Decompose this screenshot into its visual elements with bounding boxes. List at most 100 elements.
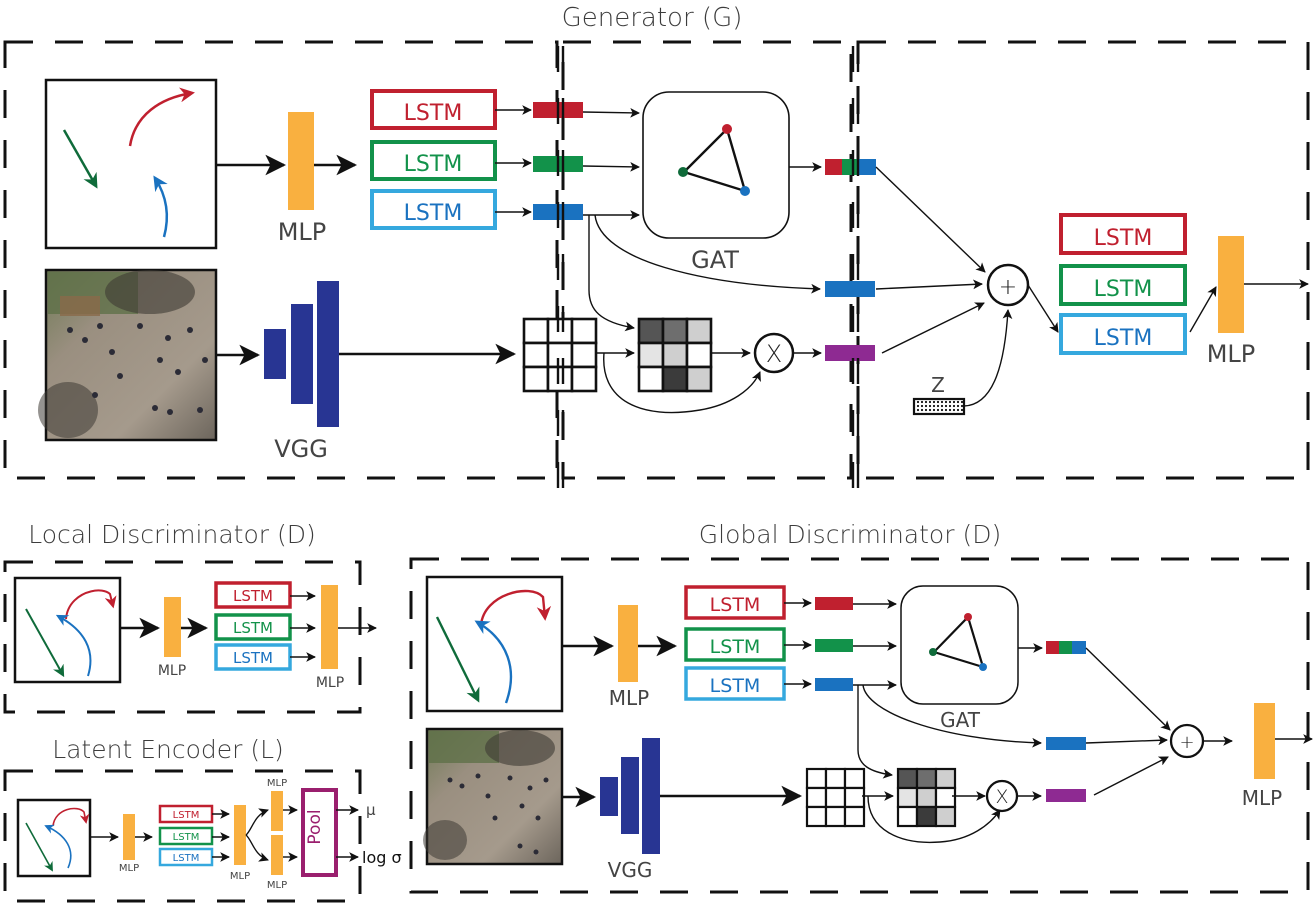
grid-cell [685, 365, 713, 393]
grid-cell [934, 786, 957, 809]
sum-node: + [986, 263, 1030, 307]
pool-block: Pool [301, 788, 338, 877]
latent-mlp-2-block [234, 805, 246, 865]
local-lstm-red: LSTM [214, 581, 292, 609]
global-residual-hidden-state [1046, 737, 1086, 750]
grid-cell [637, 317, 665, 345]
grid-cell [805, 767, 828, 790]
grid-cell [685, 341, 713, 369]
global-lstm-green: LSTM [684, 627, 786, 662]
local-mlp-out-block [321, 585, 338, 669]
scene-feature-grid [522, 317, 598, 393]
global-mlp-label: MLP [609, 686, 649, 710]
svg-text:LSTM: LSTM [173, 810, 200, 821]
latent-mlp-4-label: MLP [267, 880, 287, 891]
latent-trajectory-panel [16, 798, 92, 878]
grid-cell [824, 767, 847, 790]
decoder-mlp-block [1218, 236, 1244, 333]
latent-mlp-sigma-block [271, 835, 283, 875]
grid-cell [637, 365, 665, 393]
grid-cell [896, 767, 919, 790]
global-gat-label: GAT [940, 708, 981, 732]
attended-scene-vector [825, 345, 875, 361]
grid-cell [934, 805, 957, 828]
latent-mlp-mu-block [271, 791, 283, 831]
grid-cell [805, 786, 828, 809]
local-lstm-blue: LSTM [214, 643, 292, 671]
local-discriminator-box [3, 560, 362, 714]
local-mlp-in-label: MLP [158, 663, 186, 679]
svg-text:LSTM: LSTM [404, 152, 463, 177]
generator-vgg-label: VGG [274, 435, 328, 463]
grid-cell [522, 317, 550, 345]
latent-mlp-3-label: MLP [267, 778, 287, 789]
gat-output-vector [825, 159, 876, 175]
local-lstm-green: LSTM [214, 613, 292, 641]
global-multiply-node: X [985, 779, 1019, 813]
svg-text:LSTM: LSTM [710, 675, 761, 697]
global-mlp-block [618, 605, 638, 682]
svg-text:LSTM: LSTM [233, 619, 273, 637]
global-attention-weight-grid [896, 767, 957, 828]
scene-image [38, 268, 218, 442]
generator-pooling-box [561, 40, 853, 480]
global-gat-output-vector [1046, 641, 1086, 654]
noise-vector [912, 397, 966, 416]
global-lstm-red: LSTM [684, 585, 786, 620]
svg-text:LSTM: LSTM [404, 101, 463, 126]
grid-cell [915, 805, 938, 828]
latent-mlp-2-label: MLP [230, 871, 250, 882]
svg-text:LSTM: LSTM [1094, 226, 1153, 251]
mu-output-label: μ [366, 801, 376, 819]
svg-text:Pool: Pool [305, 809, 325, 844]
grid-cell [915, 786, 938, 809]
svg-text:LSTM: LSTM [1094, 326, 1153, 351]
grid-cell [824, 786, 847, 809]
grid-cell [570, 365, 598, 393]
latent-encoder-box [3, 769, 362, 903]
generator-lstm-red: LSTM [370, 89, 497, 130]
generator-lstm-blue: LSTM [370, 189, 497, 230]
global-vgg-block [600, 738, 660, 854]
latent-mlp-1-label: MLP [119, 863, 139, 874]
decoder-lstm-green: LSTM [1059, 264, 1187, 306]
generator-vgg-block [264, 281, 339, 427]
grid-cell [546, 317, 574, 345]
grid-cell [843, 786, 866, 809]
generator-lstm-green: LSTM [370, 140, 497, 181]
grid-cell [896, 786, 919, 809]
green-trajectory-arrow [62, 129, 98, 189]
residual-hidden-state [825, 281, 875, 297]
grid-cell [661, 365, 689, 393]
svg-text:LSTM: LSTM [710, 594, 761, 616]
latent-lstm-blue: LSTM [158, 847, 214, 867]
global-gat-block [900, 585, 1019, 705]
global-green-hidden-state [815, 639, 853, 652]
decoder-lstm-red: LSTM [1059, 213, 1187, 255]
svg-text:LSTM: LSTM [233, 587, 273, 605]
svg-text:+: + [999, 275, 1017, 300]
latent-encoder-title: Latent Encoder (L) [52, 735, 284, 764]
log-sigma-output-label: log σ [362, 848, 402, 867]
svg-text:LSTM: LSTM [710, 636, 761, 658]
global-scene-feature-grid [805, 767, 866, 828]
global-sum-node: + [1169, 723, 1205, 759]
grid-cell [570, 317, 598, 345]
svg-text:LSTM: LSTM [173, 832, 200, 843]
grid-cell [522, 365, 550, 393]
noise-label: Z [931, 373, 945, 397]
trajectory-input-panel [44, 78, 218, 250]
svg-text:LSTM: LSTM [1094, 277, 1153, 302]
multiply-node: X [753, 332, 795, 374]
column-separators [556, 46, 860, 488]
grid-cell [915, 767, 938, 790]
svg-text:+: + [1179, 732, 1194, 753]
global-lstm-blue: LSTM [684, 666, 786, 701]
global-attended-scene-vector [1046, 789, 1086, 802]
grid-cell [896, 805, 919, 828]
generator-gat-label: GAT [691, 246, 739, 274]
global-discriminator-box [409, 557, 1310, 894]
grid-cell [546, 341, 574, 369]
generator-title: Generator (G) [562, 3, 743, 33]
